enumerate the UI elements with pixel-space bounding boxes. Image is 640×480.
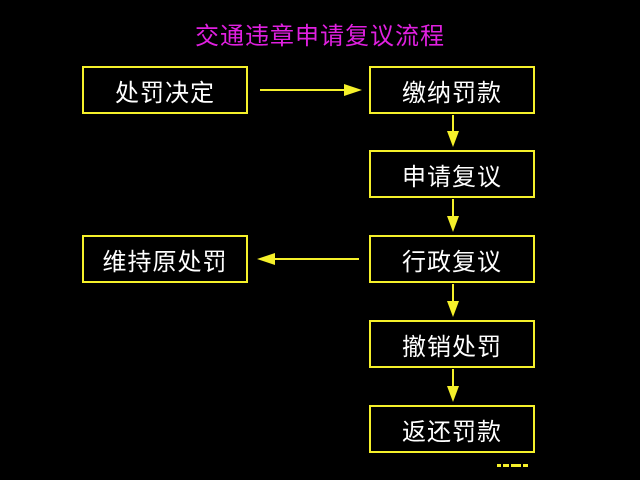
arrow-decision-to-pay bbox=[260, 84, 362, 96]
node-apply-review: 申请复议 bbox=[369, 150, 535, 198]
node-refund-fine: 返还罚款 bbox=[369, 405, 535, 453]
arrow-apply-to-review bbox=[447, 199, 459, 232]
node-revoke-penalty: 撤销处罚 bbox=[369, 320, 535, 368]
arrow-review-to-revoke bbox=[447, 284, 459, 317]
node-penalty-decision: 处罚决定 bbox=[82, 66, 248, 114]
node-administrative-review: 行政复议 bbox=[369, 235, 535, 283]
diagram-title: 交通违章申请复议流程 bbox=[195, 22, 445, 50]
node-uphold-penalty: 维持原处罚 bbox=[82, 235, 248, 283]
arrow-review-to-uphold bbox=[257, 253, 359, 265]
arrow-pay-to-apply bbox=[447, 115, 459, 147]
arrow-revoke-to-refund bbox=[447, 369, 459, 402]
watermark-mark bbox=[497, 452, 537, 467]
node-pay-fine: 缴纳罚款 bbox=[369, 66, 535, 114]
